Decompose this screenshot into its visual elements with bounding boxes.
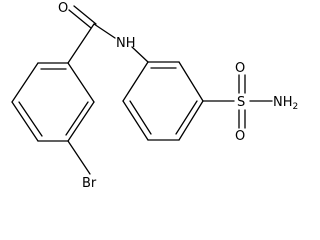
nitrogen-aryl-bond bbox=[131, 46, 149, 63]
amide-nitrogen-label: NH bbox=[116, 36, 136, 51]
molecule-structure: O NH O S O NH2 Br bbox=[11, 1, 298, 189]
sulfamoylphenyl-ring bbox=[122, 61, 204, 141]
sulfonamide-nitrogen-text: NH bbox=[273, 95, 293, 110]
bromophenyl-ring bbox=[11, 62, 95, 142]
sulfonamide-subscript: 2 bbox=[293, 102, 299, 112]
sulfonyl-oxygen-bottom-label: O bbox=[235, 129, 245, 144]
amide-linkage bbox=[67, 5, 116, 64]
sulfonamide-bonds bbox=[202, 74, 273, 129]
sulfur-label: S bbox=[237, 95, 245, 110]
sulfonamide-nitrogen-label: NH2 bbox=[273, 95, 298, 112]
carbonyl-oxygen-label: O bbox=[58, 1, 68, 16]
sulfonyl-oxygen-top-label: O bbox=[235, 61, 245, 76]
bromine-label: Br bbox=[82, 176, 97, 189]
bromine-bond bbox=[67, 140, 91, 175]
